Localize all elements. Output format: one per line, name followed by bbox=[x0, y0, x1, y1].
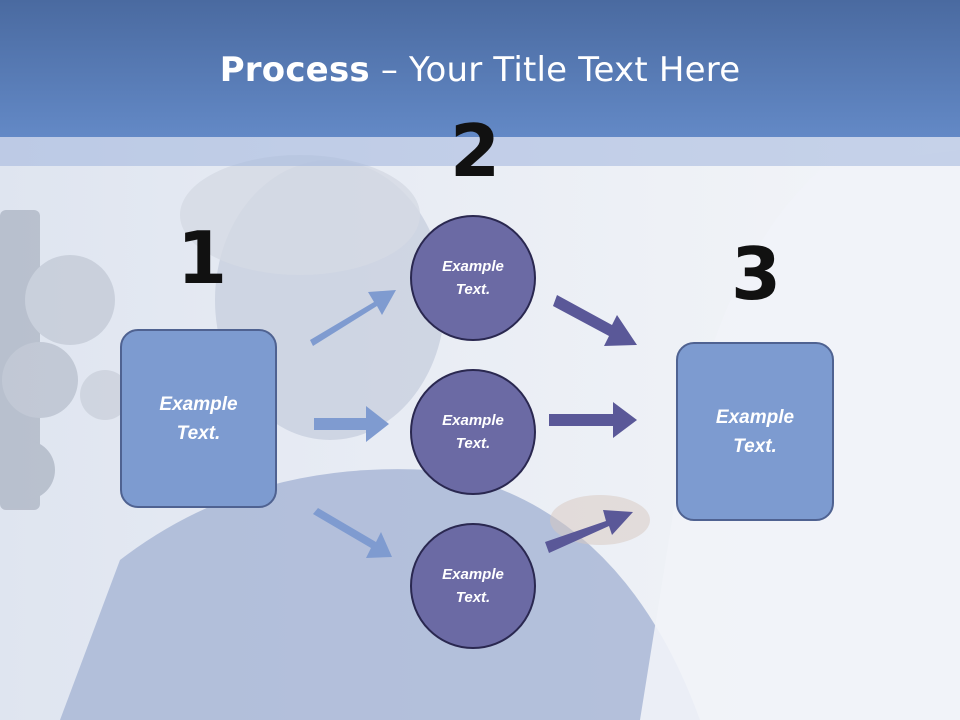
title-rest: – Your Title Text Here bbox=[369, 50, 741, 90]
arrow-from-circle-2 bbox=[549, 402, 637, 438]
circle-2-label: Example Text. bbox=[442, 412, 504, 452]
arrow-to-circle-1 bbox=[310, 290, 396, 346]
step-number-3: 3 bbox=[731, 232, 782, 316]
circle-2: Example Text. bbox=[410, 369, 536, 495]
header-strip bbox=[0, 137, 960, 166]
circle-3: Example Text. bbox=[410, 523, 536, 649]
circle-1-label: Example Text. bbox=[442, 258, 504, 298]
arrows-left-group bbox=[310, 290, 396, 558]
step-number-2: 2 bbox=[450, 109, 501, 193]
right-box-label: Example Text. bbox=[715, 406, 795, 457]
slide-title: Process – Your Title Text Here bbox=[0, 50, 960, 90]
arrow-from-circle-3 bbox=[545, 510, 633, 553]
left-box-label: Example Text. bbox=[159, 393, 238, 444]
left-box: Example Text. bbox=[120, 329, 277, 508]
arrow-to-circle-2 bbox=[314, 406, 389, 442]
arrows-right-group bbox=[545, 295, 637, 553]
arrow-to-circle-3 bbox=[313, 508, 392, 558]
step-number-1: 1 bbox=[177, 216, 228, 300]
title-bold: Process bbox=[219, 50, 370, 90]
right-box: Example Text. bbox=[676, 342, 834, 521]
arrow-from-circle-1 bbox=[553, 295, 637, 346]
circle-3-label: Example Text. bbox=[442, 566, 504, 606]
header-band bbox=[0, 0, 960, 137]
circle-1: Example Text. bbox=[410, 215, 536, 341]
